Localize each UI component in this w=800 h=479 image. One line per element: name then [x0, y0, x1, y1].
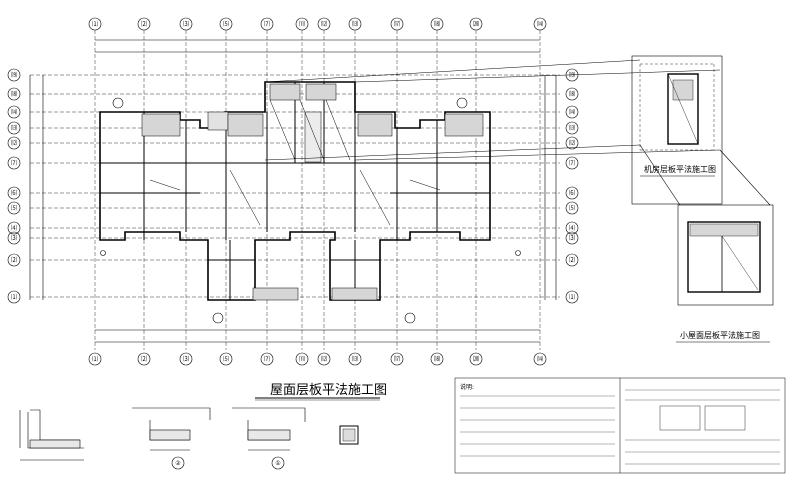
axis-label-right: ⑹ [569, 189, 575, 197]
axis-label-left: ⑺ [11, 159, 17, 167]
axis-label-right: ⒆ [569, 71, 575, 79]
detail-top-title: 机房层板平法施工图 [644, 164, 716, 174]
axis-label-bottom: ⑺ [264, 355, 270, 363]
axis-label-bottom: ⑶ [183, 355, 189, 363]
axis-label-right: ⒀ [569, 124, 575, 132]
axis-label-top: ⑶ [183, 20, 189, 28]
axis-label-top: ⒄ [394, 20, 400, 28]
axis-label-left: ⑹ [11, 189, 17, 197]
axis-label-left: ⑵ [11, 256, 17, 264]
axis-label-top: ⒅ [434, 20, 440, 28]
axis-bubbles-side: ⒆ ⒅ ⒁ ⒀ ⑿ ⑺ ⑹ ⑸ ⑷ ⑶ ⑵ ⑴ ⒆ ⒅ ⒁ ⒀ ⑿ ⑺ ⑹ ⑸ … [7, 68, 579, 304]
axis-label-bottom: ⒁ [537, 355, 543, 363]
axis-label-left: ⒁ [11, 108, 17, 116]
axis-label-right: ⒅ [569, 90, 575, 98]
axis-label-right: ⒁ [569, 108, 575, 116]
axis-label-right: ⑵ [569, 256, 575, 264]
axis-label-left: ⑿ [11, 139, 17, 147]
axis-label-left: ⒆ [11, 71, 17, 79]
axis-label-bottom: ⑿ [321, 355, 327, 363]
main-plan-title: 屋面层板平法施工图 [270, 383, 387, 398]
axis-label-top: ⑸ [223, 20, 229, 28]
axis-label-right: ⑶ [569, 234, 575, 242]
axis-label-bottom: ⒄ [394, 355, 400, 363]
notes-heading: 说明: [460, 383, 474, 391]
axis-label-left: ⑴ [11, 293, 17, 301]
axis-label-left: ⒅ [11, 90, 17, 98]
axis-label-right: ⑺ [569, 159, 575, 167]
axis-label-top: ⒁ [537, 20, 543, 28]
main-plan [29, 30, 721, 350]
axis-label-top: ⑺ [264, 20, 270, 28]
detail-bottom-title: 小屋面层板平法施工图 [680, 330, 760, 340]
axis-bubbles-bottom: ⑴ ⑵ ⑶ ⑸ ⑺ ⑾ ⑿ ⒀ ⒄ ⒅ ⒇ ⒁ [88, 352, 547, 366]
general-notes [454, 377, 786, 474]
axis-label-top: ⒀ [352, 20, 358, 28]
detail-bottom-plan [639, 144, 774, 306]
axis-label-bottom: ⒀ [352, 355, 358, 363]
axis-label-bottom: ⑸ [223, 355, 229, 363]
axis-label-bottom: ⒇ [473, 355, 479, 363]
axis-label-top: ⒇ [473, 20, 479, 28]
axis-label-right: ⑸ [569, 204, 575, 212]
axis-label-bottom: ⑴ [92, 355, 98, 363]
axis-label-left: ⒀ [11, 124, 17, 132]
axis-bubbles-top: ⑴ ⑵ ⑶ ⑸ ⑺ ⑾ ⑿ ⒀ ⒄ ⒅ ⒇ ⒁ [88, 17, 547, 31]
axis-label-top: ⑵ [141, 20, 147, 28]
section-label-1: ① [275, 460, 280, 467]
section-details [19, 407, 359, 461]
axis-label-bottom: ⑾ [299, 355, 305, 363]
axis-label-right: ⑿ [569, 139, 575, 147]
axis-label-right: ⑷ [569, 224, 575, 232]
axis-label-left: ⑸ [11, 204, 17, 212]
axis-label-top: ⑴ [92, 20, 98, 28]
axis-label-top: ⑿ [321, 20, 327, 28]
axis-label-left: ⑶ [11, 234, 17, 242]
axis-label-right: ⑴ [569, 293, 575, 301]
section-labels: ② ① [171, 456, 285, 470]
axis-label-bottom: ⑵ [141, 355, 147, 363]
axis-label-bottom: ⒅ [434, 355, 440, 363]
detail-top-plan [631, 55, 723, 205]
axis-label-top: ⑾ [299, 20, 305, 28]
section-label-2: ② [175, 460, 181, 467]
axis-label-left: ⑷ [11, 224, 17, 232]
